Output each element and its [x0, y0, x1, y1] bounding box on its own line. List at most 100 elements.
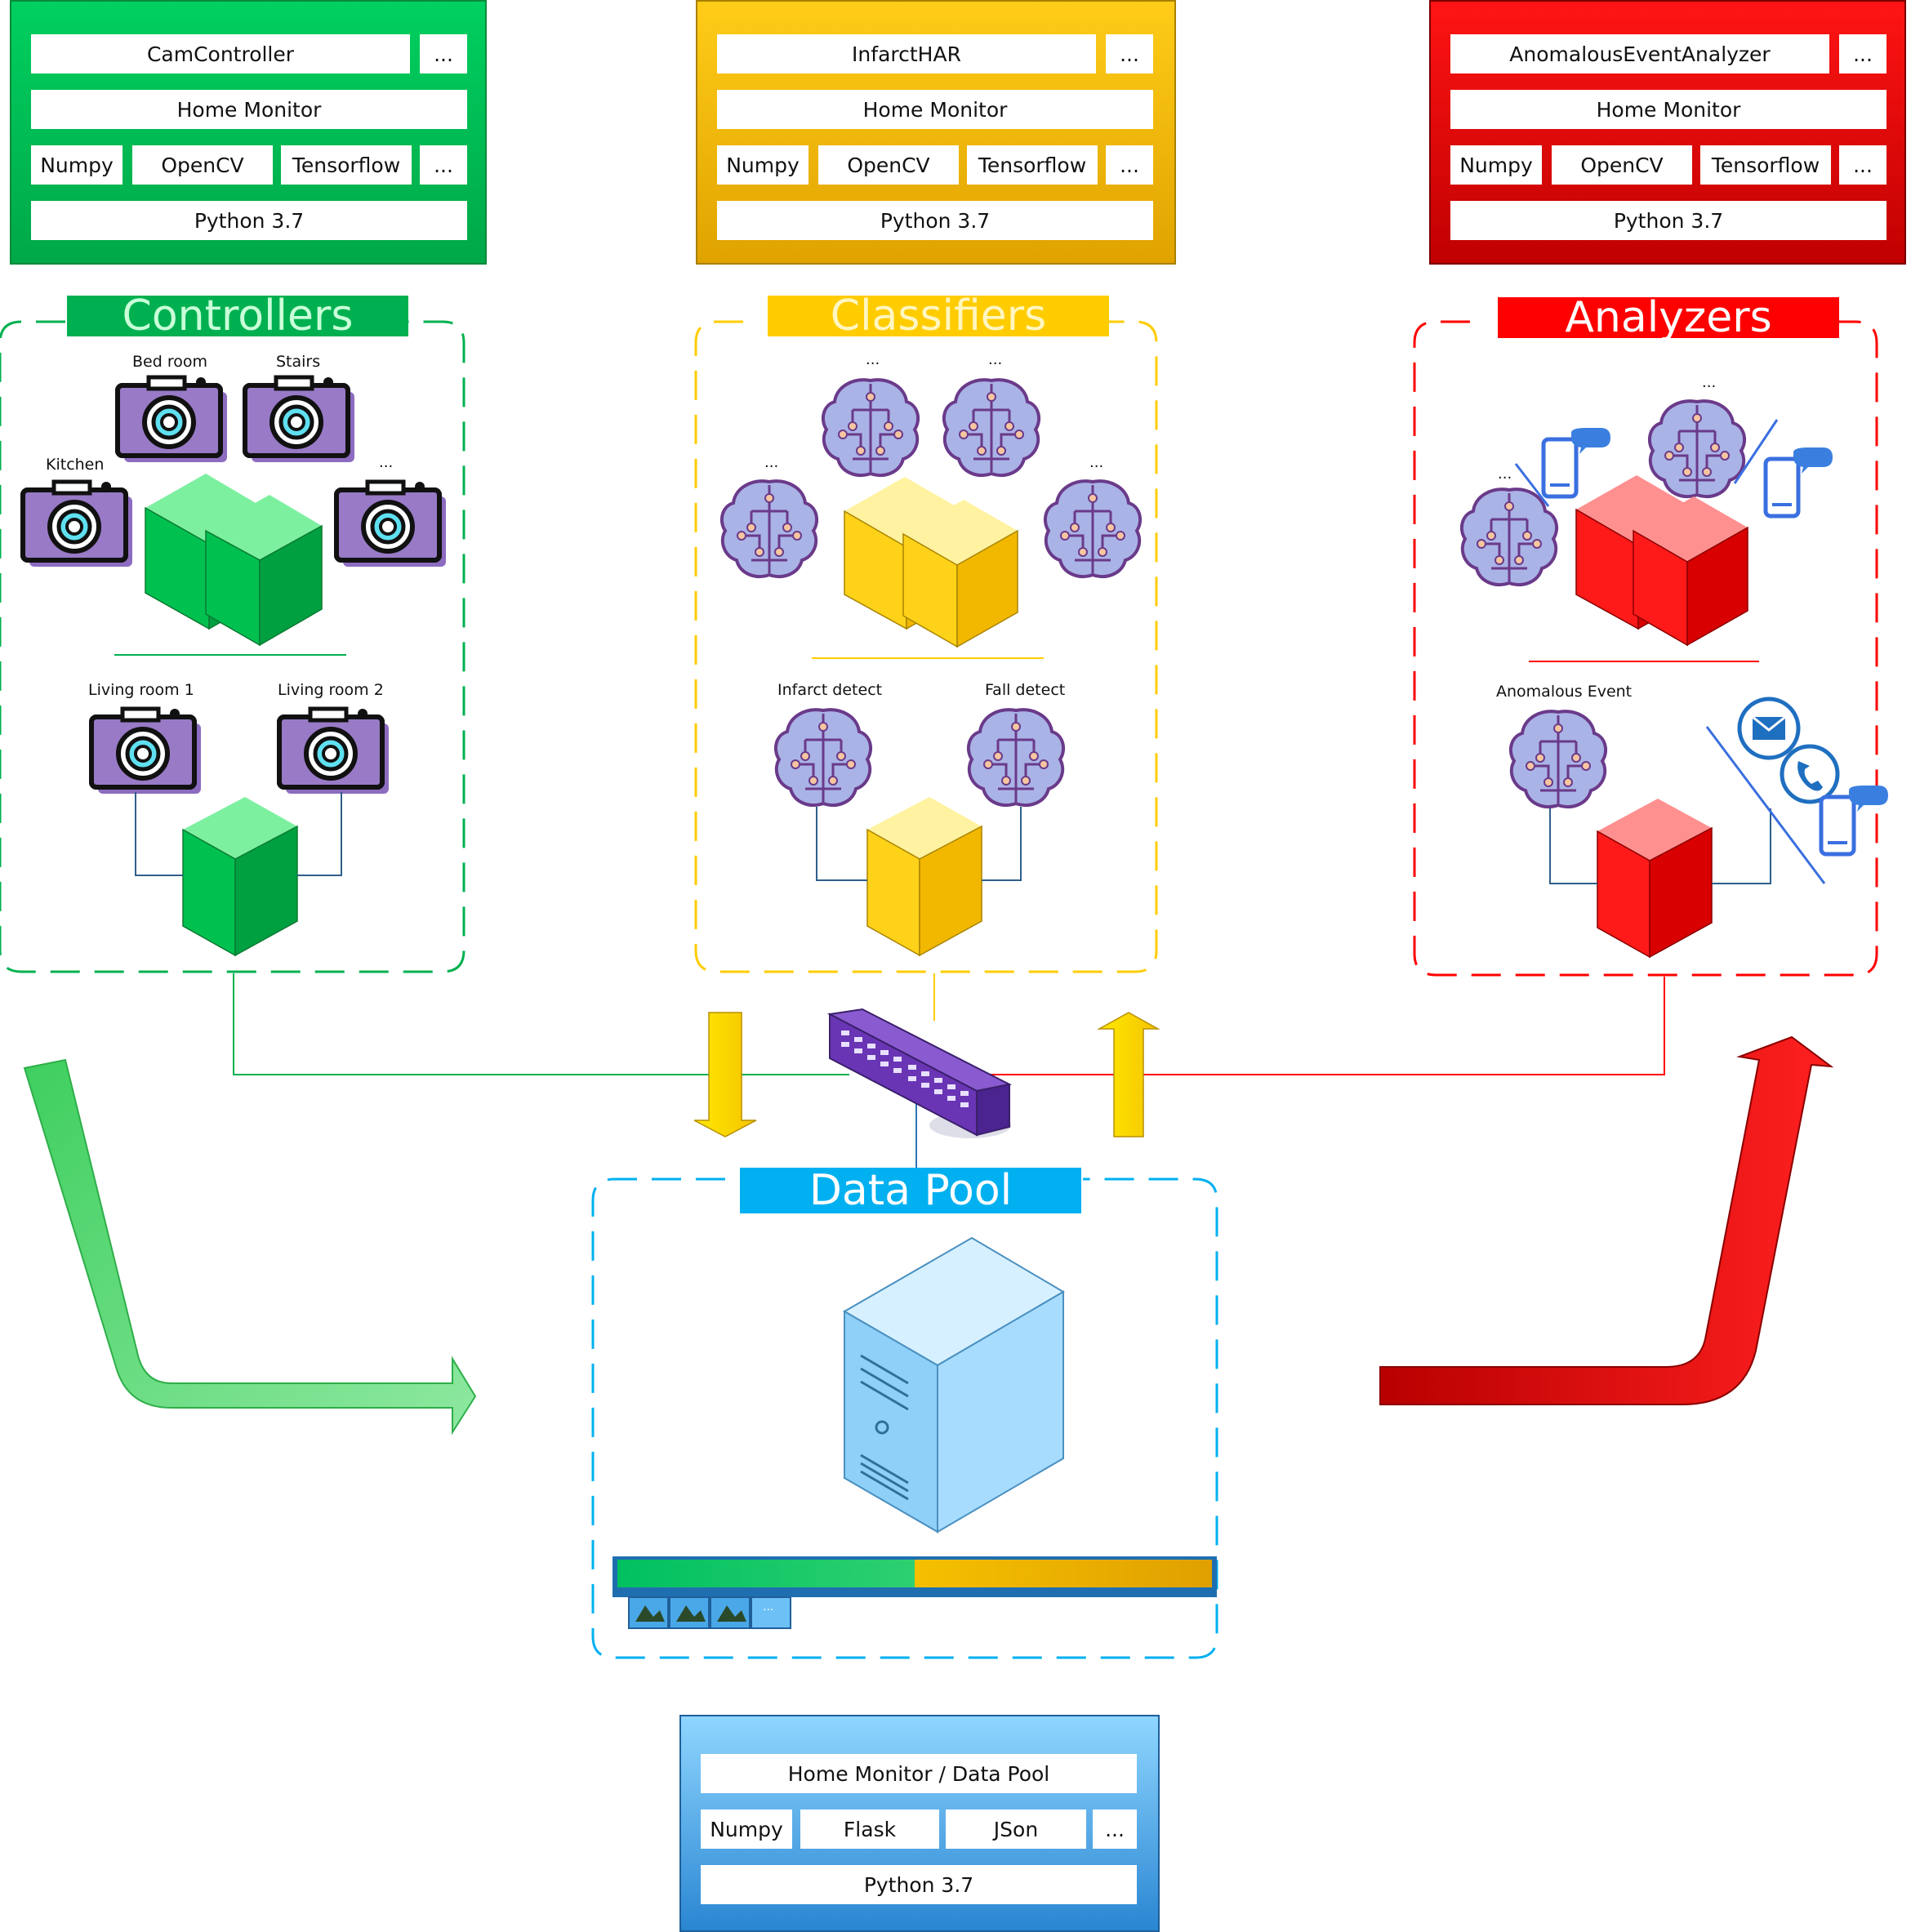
lib-cell: Flask: [800, 1810, 939, 1849]
lib-cell: JSon: [946, 1810, 1086, 1849]
smartphone-icon: [1544, 428, 1610, 496]
brain-icon: [1508, 710, 1608, 808]
living-room-1-label: Living room 1: [88, 681, 194, 699]
brain-icon: [942, 378, 1041, 477]
server-icon: [145, 474, 323, 647]
app-name: CamController: [31, 34, 410, 73]
divider-line: [1514, 463, 1550, 507]
connector-line: [1712, 808, 1771, 884]
lib-cell: OpenCV: [132, 145, 273, 185]
analyzers-group-border: [1413, 320, 1878, 977]
anomalous-event-label: Anomalous Event: [1496, 683, 1633, 701]
more-cell: ...: [1839, 34, 1886, 73]
controllers-title: Controllers: [67, 292, 408, 341]
lib-cell: Numpy: [701, 1810, 792, 1849]
camera-icon: [118, 377, 227, 462]
controller-stack: CamController ... Home Monitor Numpy Ope…: [10, 0, 487, 265]
server-icon: [1597, 799, 1713, 959]
flow-arrow-icon: [23, 1058, 477, 1436]
server-icon: [1575, 475, 1748, 647]
lib-cell: ...: [1839, 145, 1886, 185]
datapool-title: Data Pool: [740, 1166, 1081, 1215]
fall-detect-label: Fall detect: [985, 681, 1066, 699]
kitchen-label: Kitchen: [46, 456, 105, 474]
brain-icon: [821, 378, 920, 477]
phone-call-icon: [1780, 744, 1840, 804]
more-cameras-label: ...: [379, 454, 394, 471]
runtime-cell: Python 3.7: [1450, 201, 1886, 240]
living-room-2-label: Living room 2: [278, 681, 384, 699]
controllers-link: [233, 973, 849, 1075]
server-icon: [844, 477, 1018, 648]
datapool-group-border: [591, 1177, 1218, 1659]
connector-line: [982, 807, 1022, 881]
brain-icon: [1647, 399, 1747, 498]
classifiers-group-border: [694, 320, 1158, 973]
more-models-label: ...: [1702, 374, 1717, 391]
lib-cell: OpenCV: [1552, 145, 1692, 185]
classifier-stack: InfarctHAR ... Home Monitor Numpy OpenCV…: [696, 0, 1176, 265]
classifiers-title: Classifiers: [768, 292, 1109, 341]
divider-line: [1705, 726, 1826, 884]
lib-cell: OpenCV: [818, 145, 959, 185]
camera-icon: [91, 709, 201, 794]
lib-cell: Numpy: [1450, 145, 1542, 185]
more-models-label: ...: [1089, 454, 1104, 471]
lib-cell: Tensorflow: [1700, 145, 1831, 185]
more-cell: ...: [1106, 34, 1153, 73]
brain-icon: [1459, 487, 1559, 586]
lib-cell: Tensorflow: [967, 145, 1098, 185]
bedroom-label: Bed room: [132, 353, 207, 371]
lib-cell: Numpy: [717, 145, 808, 185]
flow-arrow-icon: [1379, 1035, 1834, 1405]
connector-line: [1549, 808, 1597, 884]
lib-cell: Tensorflow: [281, 145, 412, 185]
analyzer-stack: AnomalousEventAnalyzer ... Home Monitor …: [1429, 0, 1906, 265]
image-thumbnails: [628, 1596, 791, 1629]
down-arrow-icon: [693, 1012, 757, 1137]
more-models-label: ...: [1498, 465, 1512, 483]
more-thumbnails-label: ...: [763, 1600, 774, 1614]
camera-icon: [23, 482, 132, 567]
app-name: AnomalousEventAnalyzer: [1450, 34, 1829, 73]
analyzers-link: [980, 977, 1665, 1075]
up-arrow-icon: [1097, 1012, 1160, 1137]
camera-icon: [245, 377, 354, 462]
infarct-detect-label: Infarct detect: [777, 681, 883, 699]
lib-cell: ...: [420, 145, 467, 185]
camera-icon: [336, 482, 446, 567]
layer-cell: Home Monitor: [31, 90, 467, 129]
lib-cell: ...: [1106, 145, 1153, 185]
divider-line: [1733, 419, 1779, 484]
more-models-label: ...: [988, 351, 1003, 368]
server-icon: [182, 797, 298, 957]
more-models-label: ...: [764, 454, 779, 471]
datapool-stack: Home Monitor / Data Pool Numpy Flask JSo…: [679, 1715, 1160, 1932]
layer-cell: Home Monitor / Data Pool: [701, 1754, 1137, 1793]
app-name: InfarctHAR: [717, 34, 1096, 73]
runtime-cell: Python 3.7: [31, 201, 467, 240]
server-icon: [866, 797, 982, 957]
network-switch-icon: [826, 1008, 1013, 1138]
brain-icon: [1043, 479, 1143, 578]
camera-icon: [279, 709, 389, 794]
connector-line: [135, 792, 183, 876]
server-icon: [843, 1236, 1065, 1534]
mail-icon: [1737, 697, 1801, 760]
more-models-label: ...: [866, 351, 880, 368]
lib-cell: ...: [1093, 1810, 1137, 1849]
controllers-group-border: [0, 320, 466, 973]
smartphone-icon: [1821, 786, 1888, 854]
layer-cell: Home Monitor: [1450, 90, 1886, 129]
layer-cell: Home Monitor: [717, 90, 1153, 129]
runtime-cell: Python 3.7: [717, 201, 1153, 240]
brain-icon: [719, 479, 819, 578]
lib-cell: Numpy: [31, 145, 122, 185]
brain-icon: [773, 708, 873, 807]
datapool-progress-bar: [612, 1556, 1217, 1597]
brain-icon: [966, 708, 1066, 807]
analyzers-title: Analyzers: [1498, 293, 1839, 342]
runtime-cell: Python 3.7: [701, 1865, 1137, 1904]
more-cell: ...: [420, 34, 467, 73]
